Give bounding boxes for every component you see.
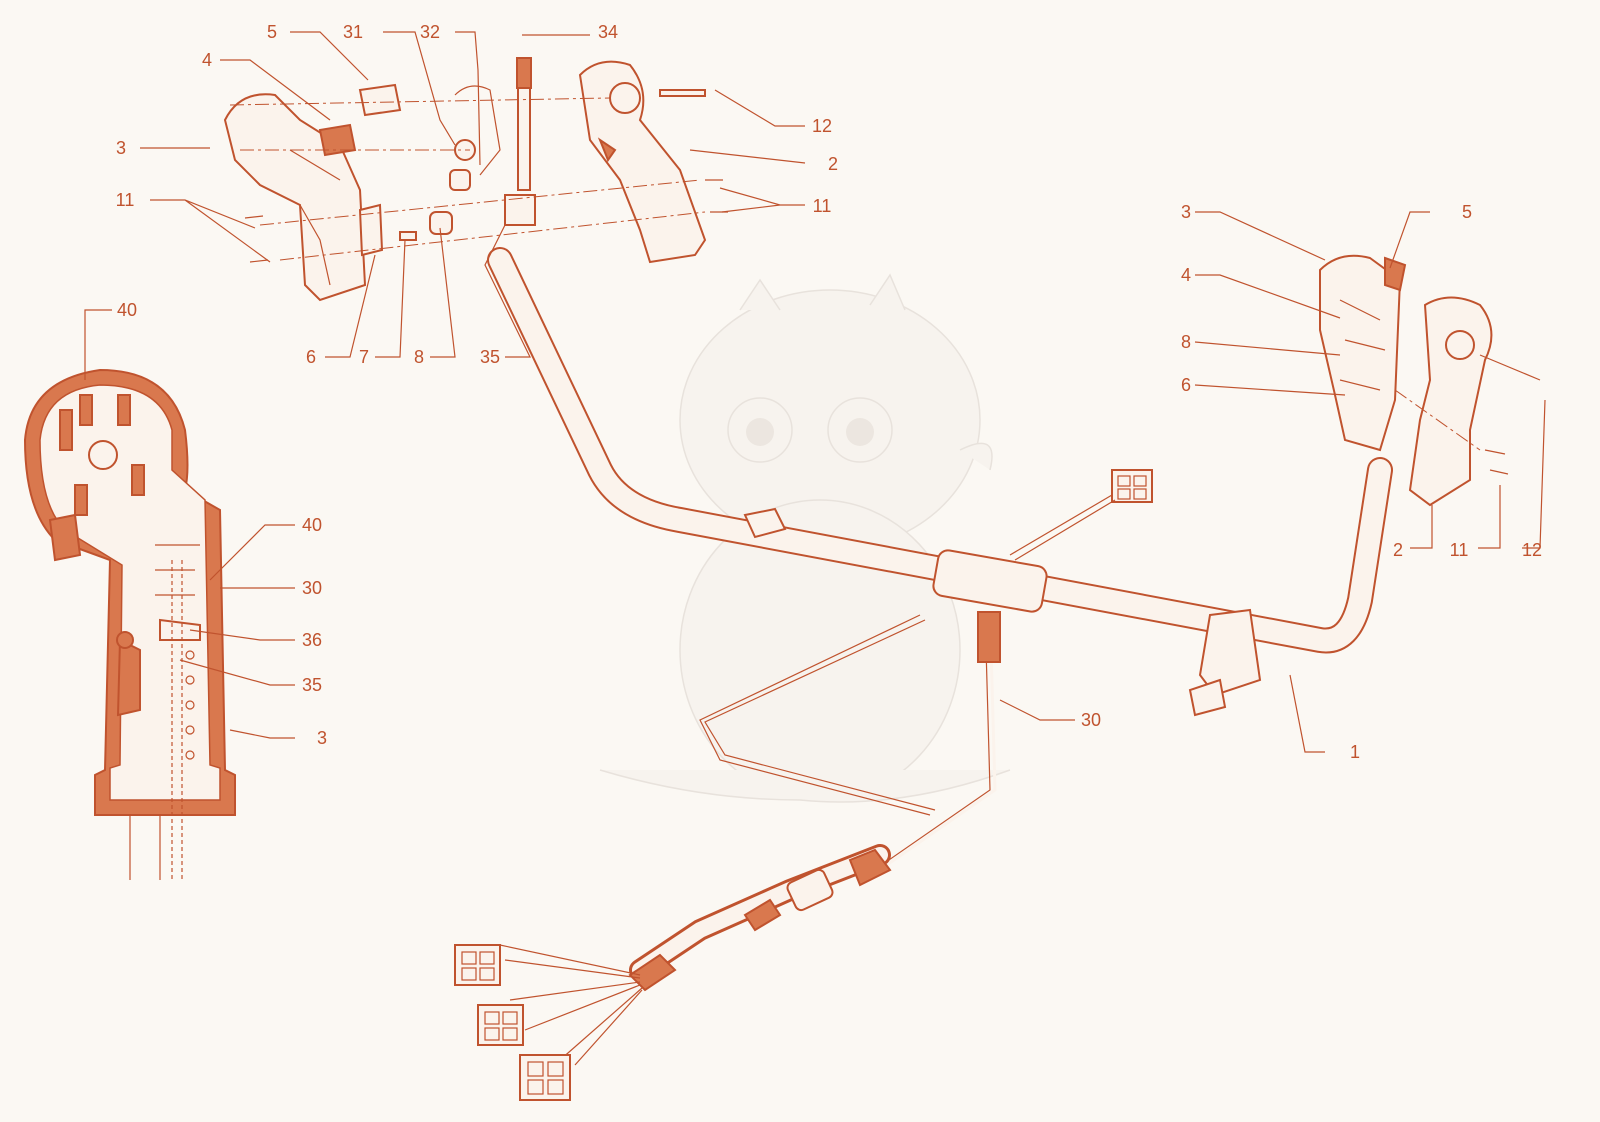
watermark-mascot <box>599 273 1011 803</box>
label-31: 31 <box>343 22 363 42</box>
leader-lines <box>84 31 1546 753</box>
label-35: 35 <box>480 347 500 367</box>
label-l-3: 3 <box>317 728 327 748</box>
left-grip-cover <box>578 60 728 264</box>
label-7: 7 <box>359 347 369 367</box>
label-r-6: 6 <box>1181 375 1191 395</box>
connector-c <box>519 1054 571 1101</box>
label-handlebar-1: 1 <box>1350 742 1360 762</box>
label-l-36: 36 <box>302 630 322 650</box>
label-l-40: 40 <box>302 515 322 535</box>
label-r-8: 8 <box>1181 332 1191 352</box>
label-11-left: 11 <box>116 190 135 210</box>
label-3: 3 <box>116 138 126 158</box>
wiring-harness <box>454 469 1153 1101</box>
connector-b <box>477 1004 524 1046</box>
label-r-5: 5 <box>1462 202 1472 222</box>
label-6: 6 <box>306 347 316 367</box>
label-r-4: 4 <box>1181 265 1191 285</box>
label-r-12: 12 <box>1522 540 1542 560</box>
label-harness-30: 30 <box>1081 710 1101 730</box>
label-4: 4 <box>202 50 212 70</box>
callout-labels: 5 31 32 34 4 3 11 12 2 11 6 7 8 35 3 5 4… <box>116 22 1542 762</box>
label-12: 12 <box>812 116 832 136</box>
label-5: 5 <box>267 22 277 42</box>
handlebar-tube <box>487 247 1393 717</box>
top-assembly-axes <box>229 97 706 261</box>
label-l-40-top: 40 <box>117 300 137 320</box>
left-grip-exploded <box>223 57 536 302</box>
right-grip <box>1319 254 1541 507</box>
cutaway-grip <box>23 368 236 880</box>
label-2: 2 <box>828 154 838 174</box>
label-34: 34 <box>598 22 618 42</box>
connector-d <box>1009 469 1153 561</box>
label-r-2: 2 <box>1393 540 1403 560</box>
label-r-11: 11 <box>1450 540 1469 560</box>
label-11-right: 11 <box>813 196 832 216</box>
label-32: 32 <box>420 22 440 42</box>
connector-a <box>454 944 501 986</box>
label-8: 8 <box>414 347 424 367</box>
label-r-3: 3 <box>1181 202 1191 222</box>
label-l-35: 35 <box>302 675 322 695</box>
label-l-30: 30 <box>302 578 322 598</box>
